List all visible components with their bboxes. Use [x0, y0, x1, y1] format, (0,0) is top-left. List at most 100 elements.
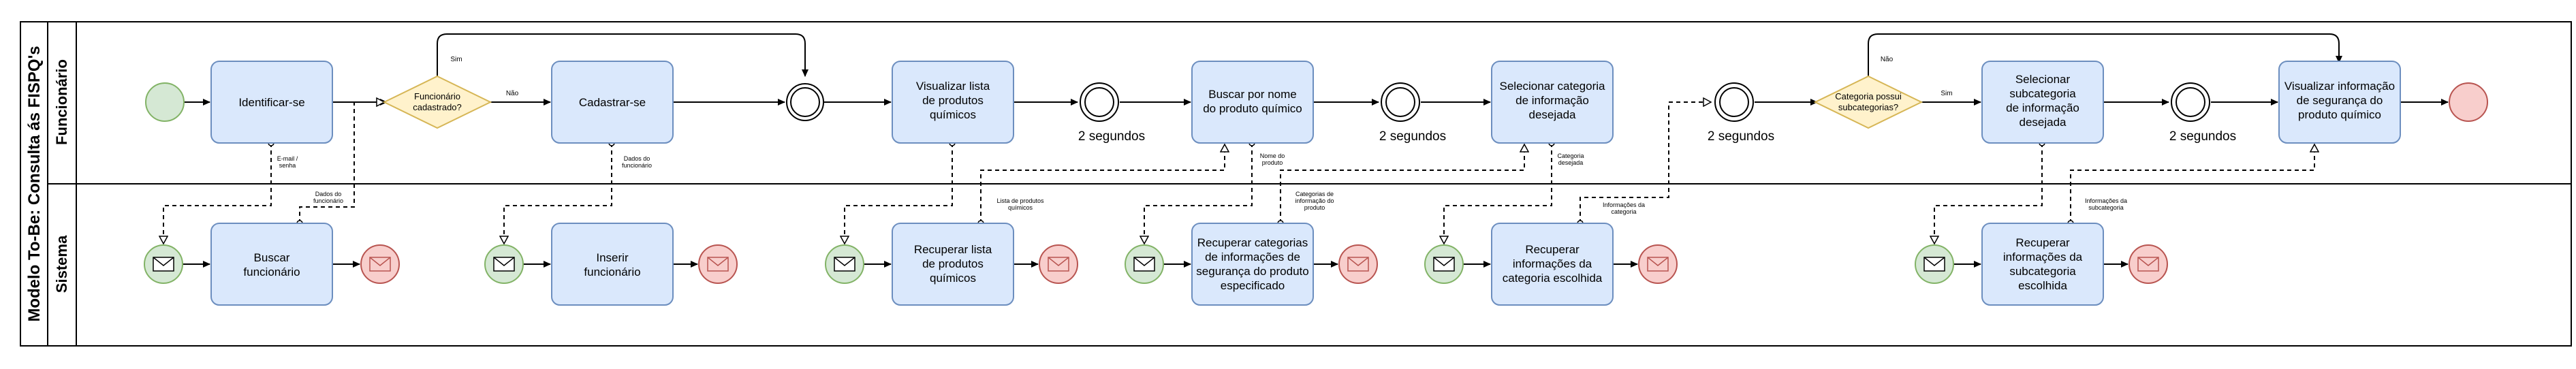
flow-label-nao-1: Não	[506, 90, 519, 97]
timer-label-2: 2 segundos	[1379, 129, 1446, 144]
svg-text:Identificar-se: Identificar-se	[238, 96, 304, 109]
msg-dados-func-2	[504, 143, 612, 244]
msg-email-senha	[163, 143, 271, 244]
msg-dados-func-1	[300, 102, 384, 223]
msg-label-nome-1: Nome do	[1260, 153, 1285, 159]
svg-text:Cadastrar-se: Cadastrar-se	[579, 96, 646, 109]
svg-text:E-mail /senha: E-mail /senha	[277, 155, 298, 169]
start-event	[145, 82, 185, 122]
msg-label-dados1-2: funcionário	[313, 197, 343, 204]
envelope-icon	[1424, 244, 1464, 284]
msg-label-catdes-2: desejada	[1558, 159, 1584, 166]
task-identificar-se: Identificar-se	[210, 61, 333, 144]
gateway2-label-1: Categoria possui	[1835, 91, 1902, 101]
timer-event-3: 2 segundos	[1708, 82, 1774, 144]
flow-gateway2-nao	[1868, 33, 2342, 76]
lane-title-sistema: Sistema	[53, 235, 70, 293]
timer-event-4: 2 segundos	[2169, 82, 2236, 144]
message-flows	[163, 102, 2314, 244]
msg-label-nome-2: produto	[1262, 159, 1283, 166]
lane-title-funcionario: Funcionário	[53, 59, 70, 145]
msg-informacoes-subcategoria	[2071, 144, 2314, 223]
timer-label-1: 2 segundos	[1078, 129, 1145, 144]
envelope-icon	[360, 244, 400, 284]
timer-event-2: 2 segundos	[1379, 82, 1446, 144]
msg-label-catdes-1: Categoria	[1557, 153, 1584, 159]
pool-title: Modelo To-Be: Consulta ás FISPQ's	[25, 46, 44, 321]
msg-label-infosub-2: subcategoria	[2088, 204, 2124, 211]
envelope-icon	[1039, 244, 1078, 284]
msg-label-email-2: senha	[279, 162, 296, 169]
envelope-icon	[484, 244, 524, 284]
msg-label-cat-1: Categorias de	[1295, 191, 1334, 197]
msg-label-lista-2: químicos	[1008, 204, 1033, 211]
msg-label-infocat-2: categoria	[1611, 208, 1636, 215]
msg-label-dados2-2: funcionário	[622, 162, 652, 169]
msg-subcategoria-req	[1934, 143, 2042, 244]
msg-label-cat-3: produto	[1304, 204, 1325, 211]
envelope-icon	[825, 244, 864, 284]
msg-label-infocat-1: Informações da	[1603, 202, 1645, 208]
envelope-icon	[1638, 244, 1678, 284]
gateway1-label-1: Funcionário	[414, 91, 460, 101]
msg-categoria-desejada	[1444, 143, 1552, 244]
message-start-events	[144, 244, 1954, 284]
msg-informacoes-categoria	[1580, 102, 1711, 223]
flow-label-sim-2: Sim	[1941, 90, 1952, 97]
envelope-icon	[1125, 244, 1164, 284]
flow-label-nao-2: Não	[1881, 56, 1894, 63]
timer-label-3: 2 segundos	[1708, 129, 1774, 144]
msg-label-dados1-1: Dados do	[315, 191, 342, 197]
msg-lista-produtos-req	[845, 143, 952, 244]
msg-label-email-1: E-mail /	[277, 155, 298, 162]
msg-label-infosub-1: Informações da	[2085, 197, 2127, 204]
timer-event-1: 2 segundos	[1078, 82, 1145, 144]
timer-label-4: 2 segundos	[2169, 129, 2236, 144]
flow-gateway-sim	[437, 33, 808, 77]
end-event	[2449, 82, 2488, 122]
msg-label-dados2-1: Dados do	[624, 155, 650, 162]
envelope-icon	[144, 244, 183, 284]
envelope-icon	[1915, 244, 1954, 284]
task-cadastrar-se: Cadastrar-se	[551, 61, 674, 144]
envelope-icon	[2129, 244, 2168, 284]
gateway1-label-2: cadastrado?	[413, 102, 462, 112]
msg-label-cat-2: informação do	[1295, 197, 1334, 204]
flow-label-sim-1: Sim	[450, 56, 462, 63]
msg-label-lista-1: Lista de produtos	[996, 197, 1044, 204]
merge-event	[786, 83, 824, 121]
